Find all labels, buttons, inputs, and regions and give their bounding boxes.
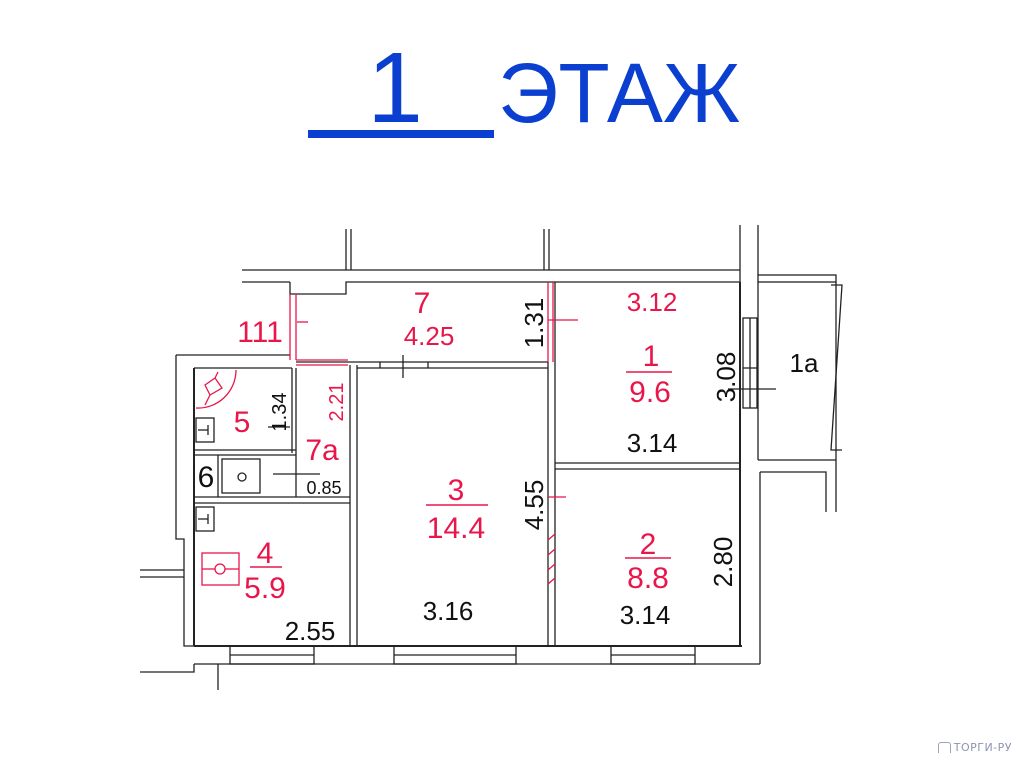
room-3: 3 14.4 3.16 4.55 xyxy=(423,474,549,626)
room-7a: 7а 2.21 xyxy=(305,383,348,467)
svg-text:3.14: 3.14 xyxy=(627,428,678,458)
svg-text:14.4: 14.4 xyxy=(427,512,485,545)
torgi-logo-icon xyxy=(937,742,951,753)
room-7: 7 4.25 1.31 xyxy=(404,287,549,351)
interior-walls xyxy=(194,282,776,665)
fixtures xyxy=(195,417,320,532)
floor-word: ЭТАЖ xyxy=(498,46,740,140)
svg-text:2.80: 2.80 xyxy=(708,537,738,588)
svg-text:4: 4 xyxy=(257,537,274,570)
watermark-text: ТОРГИ-РУ xyxy=(953,741,1012,754)
svg-text:2.21: 2.21 xyxy=(326,383,348,422)
room-2: 2 8.8 3.14 2.80 xyxy=(620,528,738,630)
room-1a-label: 1а xyxy=(790,348,819,378)
svg-text:3.16: 3.16 xyxy=(423,596,474,626)
svg-text:2: 2 xyxy=(640,528,657,561)
svg-text:7а: 7а xyxy=(305,434,339,467)
svg-text:5: 5 xyxy=(234,406,251,439)
room-6: 6 0.85 xyxy=(198,461,342,498)
title-underline xyxy=(308,130,494,138)
svg-text:3.14: 3.14 xyxy=(620,600,671,630)
svg-text:2.55: 2.55 xyxy=(285,616,336,646)
svg-text:3.08: 3.08 xyxy=(711,352,741,403)
floor-title: 1 ЭТАЖ xyxy=(308,32,740,144)
svg-text:4.55: 4.55 xyxy=(519,480,549,531)
svg-text:3: 3 xyxy=(448,474,465,507)
svg-text:1.34: 1.34 xyxy=(269,393,291,432)
svg-text:4.25: 4.25 xyxy=(404,321,455,351)
sink-icon xyxy=(195,417,215,443)
room-5: 5 1.34 xyxy=(234,393,291,439)
floor-number: 1 xyxy=(367,32,423,144)
svg-text:8.8: 8.8 xyxy=(627,562,669,595)
svg-text:1: 1 xyxy=(643,340,660,373)
watermark: ТОРГИ-РУ xyxy=(937,741,1012,754)
svg-text:9.6: 9.6 xyxy=(629,376,671,409)
toilet-icon xyxy=(221,458,261,494)
svg-text:5.9: 5.9 xyxy=(244,572,286,605)
svg-text:0.85: 0.85 xyxy=(306,478,341,498)
svg-text:1.31: 1.31 xyxy=(519,298,549,349)
svg-text:7: 7 xyxy=(414,287,431,320)
ventilation-icon xyxy=(195,369,237,409)
room-111-label: 111 xyxy=(237,316,283,349)
room-4: 4 5.9 2.55 xyxy=(244,537,335,646)
svg-text:3.12: 3.12 xyxy=(627,287,678,317)
outer-walls xyxy=(140,225,843,690)
svg-text:6: 6 xyxy=(198,461,215,494)
room-1: 3.12 1 9.6 3.14 3.08 xyxy=(626,287,741,458)
red-annotations xyxy=(195,282,578,586)
